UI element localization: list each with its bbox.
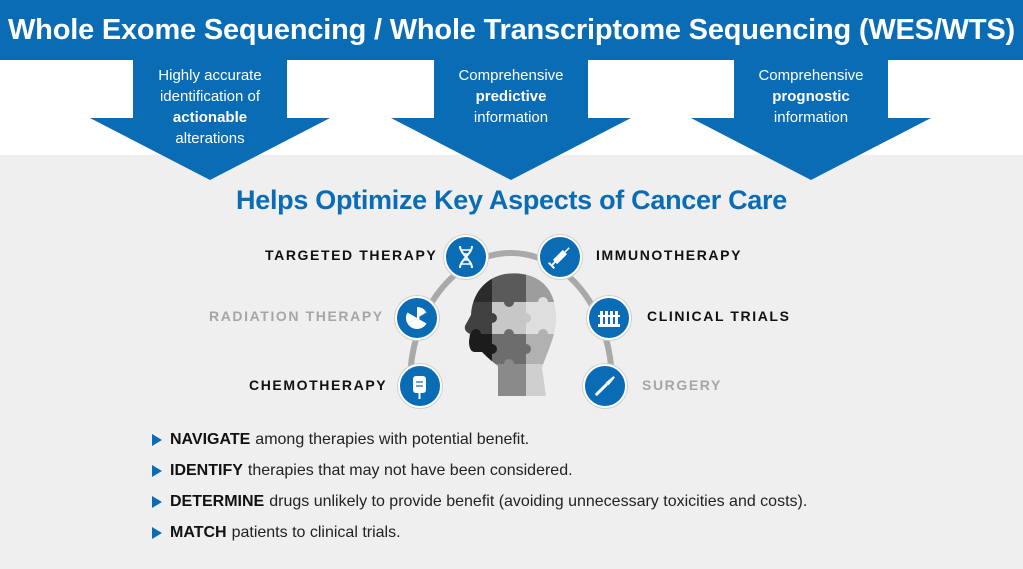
arrow-line: identification of [159, 88, 261, 105]
arrow-line: information [773, 109, 849, 126]
arrow-bold-word: prognostic [772, 88, 850, 105]
scalpel-icon [583, 364, 627, 408]
label-clinical-trials: CLINICAL TRIALS [647, 308, 791, 324]
arrow-prognostic: Comprehensive prognostic information [691, 60, 931, 180]
triangle-bullet-icon [152, 464, 162, 477]
label-radiation-therapy: RADIATION THERAPY [209, 308, 384, 324]
arrow-down-icon [90, 60, 330, 180]
triangle-bullet-icon [152, 495, 162, 508]
bullet-keyword: MATCH [170, 523, 227, 541]
puzzle-head-icon [464, 273, 557, 396]
triangle-bullet-icon [152, 433, 162, 446]
label-targeted-therapy: TARGETED THERAPY [265, 247, 438, 263]
arrow-line: Highly accurate [158, 67, 262, 84]
triangle-bullet-icon [152, 526, 162, 539]
bullet-text: among therapies with potential benefit. [255, 430, 530, 448]
list-item: NAVIGATE among therapies with potential … [152, 424, 952, 455]
arrow-line: information [473, 109, 549, 126]
page-title: Whole Exome Sequencing / Whole Transcrip… [8, 13, 1015, 46]
arrow-text: Highly accurate identification of action… [120, 65, 300, 149]
radiation-icon [395, 296, 439, 340]
arrow-actionable: Highly accurate identification of action… [90, 60, 330, 180]
arrow-line: alterations [175, 130, 245, 147]
label-immunotherapy: IMMUNOTHERAPY [596, 247, 743, 263]
arrow-down-icon [391, 60, 631, 180]
arrow-line: Comprehensive [458, 67, 564, 84]
benefit-list: NAVIGATE among therapies with potential … [152, 424, 952, 548]
iv-bag-icon [398, 364, 442, 408]
list-item: DETERMINE drugs unlikely to provide bene… [152, 486, 952, 517]
arrow-down-icon [691, 60, 931, 180]
bullet-keyword: DETERMINE [170, 492, 265, 510]
test-tubes-icon [587, 296, 631, 340]
arrow-line: Comprehensive [758, 67, 864, 84]
page-header: Whole Exome Sequencing / Whole Transcrip… [0, 0, 1023, 60]
bullet-text: drugs unlikely to provide benefit (avoid… [269, 492, 808, 510]
syringe-icon [538, 235, 582, 279]
bullet-text: therapies that may not have been conside… [247, 461, 573, 479]
arrow-bold-word: actionable [172, 109, 248, 126]
bullet-keyword: NAVIGATE [170, 430, 251, 448]
bullet-text: patients to clinical trials. [231, 523, 401, 541]
label-surgery: SURGERY [642, 377, 722, 393]
list-item: MATCH patients to clinical trials. [152, 517, 952, 548]
label-chemotherapy: CHEMOTHERAPY [249, 377, 388, 393]
arrow-predictive: Comprehensive predictive information [391, 60, 631, 180]
dna-icon [444, 235, 488, 279]
arrow-text: Comprehensive predictive information [421, 65, 601, 128]
arrow-text: Comprehensive prognostic information [721, 65, 901, 128]
arrow-bold-word: predictive [475, 88, 547, 105]
bullet-keyword: IDENTIFY [170, 461, 243, 479]
list-item: IDENTIFY therapies that may not have bee… [152, 455, 952, 486]
section-subtitle: Helps Optimize Key Aspects of Cancer Car… [236, 185, 787, 215]
